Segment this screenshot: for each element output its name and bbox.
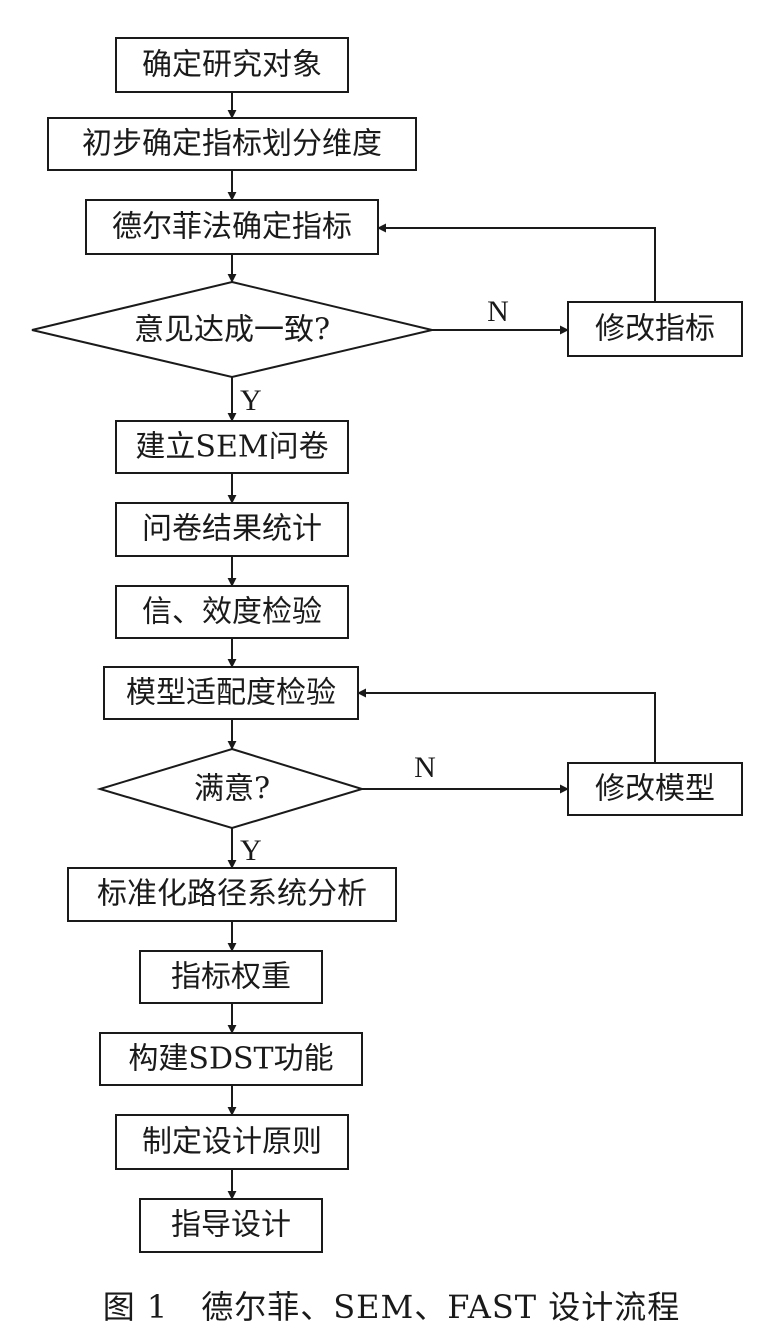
figure-caption: 图 1 德尔菲、SEM、FAST 设计流程 — [102, 1288, 681, 1326]
edge-labels: N Y N Y — [240, 295, 509, 867]
label-satisfied-yes: Y — [240, 834, 262, 867]
node-build-sdst: 构建SDST功能 — [99, 1032, 363, 1086]
node-build-sdst-label: 构建SDST功能 — [128, 1042, 333, 1077]
node-questionnaire-stats-label: 问卷结果统计 — [142, 512, 322, 547]
node-guide-design: 指导设计 — [139, 1198, 323, 1253]
node-reliability-validity-label: 信、效度检验 — [142, 595, 322, 630]
label-consensus-no: N — [487, 295, 509, 328]
node-prelim-dimensions: 初步确定指标划分维度 — [47, 117, 417, 171]
node-delphi-indicators-label: 德尔菲法确定指标 — [112, 210, 352, 245]
node-modify-indicators-label: 修改指标 — [595, 312, 715, 347]
node-delphi-indicators: 德尔菲法确定指标 — [85, 199, 379, 255]
node-questionnaire-stats: 问卷结果统计 — [115, 502, 349, 557]
label-satisfied-no: N — [414, 751, 436, 784]
node-define-object-label: 确定研究对象 — [142, 48, 322, 83]
node-indicator-weights: 指标权重 — [139, 950, 323, 1004]
node-design-principles-label: 制定设计原则 — [142, 1125, 322, 1160]
decision-satisfied: 满意? — [96, 747, 366, 830]
node-path-analysis: 标准化路径系统分析 — [67, 867, 397, 922]
flowchart: N Y N Y 确定研究对象 初步确定指标划分维度 德尔菲法确定指标 意见达成一… — [31, 37, 743, 1253]
node-indicator-weights-label: 指标权重 — [171, 960, 291, 995]
decision-satisfied-label: 满意? — [194, 772, 270, 807]
decision-consensus-label: 意见达成一致? — [134, 313, 330, 348]
node-guide-design-label: 指导设计 — [171, 1208, 291, 1243]
decision-consensus: 意见达成一致? — [31, 280, 433, 379]
edges — [227, 92, 656, 1200]
node-modify-indicators: 修改指标 — [567, 301, 743, 357]
edge-modify-model-back-to-fit — [357, 688, 656, 763]
node-build-questionnaire: 建立SEM问卷 — [115, 420, 349, 474]
label-consensus-yes: Y — [240, 384, 262, 417]
node-model-fit-label: 模型适配度检验 — [126, 676, 336, 711]
node-prelim-dimensions-label: 初步确定指标划分维度 — [82, 127, 382, 162]
node-build-questionnaire-label: 建立SEM问卷 — [135, 430, 328, 465]
edge-modify-back-to-delphi — [377, 223, 656, 302]
node-reliability-validity: 信、效度检验 — [115, 585, 349, 639]
node-modify-model-label: 修改模型 — [595, 772, 715, 807]
node-design-principles: 制定设计原则 — [115, 1114, 349, 1170]
node-modify-model: 修改模型 — [567, 762, 743, 816]
node-path-analysis-label: 标准化路径系统分析 — [97, 877, 367, 912]
nodes: 确定研究对象 初步确定指标划分维度 德尔菲法确定指标 意见达成一致? 修改指标 … — [31, 37, 743, 1253]
node-model-fit: 模型适配度检验 — [103, 666, 359, 720]
node-define-object: 确定研究对象 — [115, 37, 349, 93]
